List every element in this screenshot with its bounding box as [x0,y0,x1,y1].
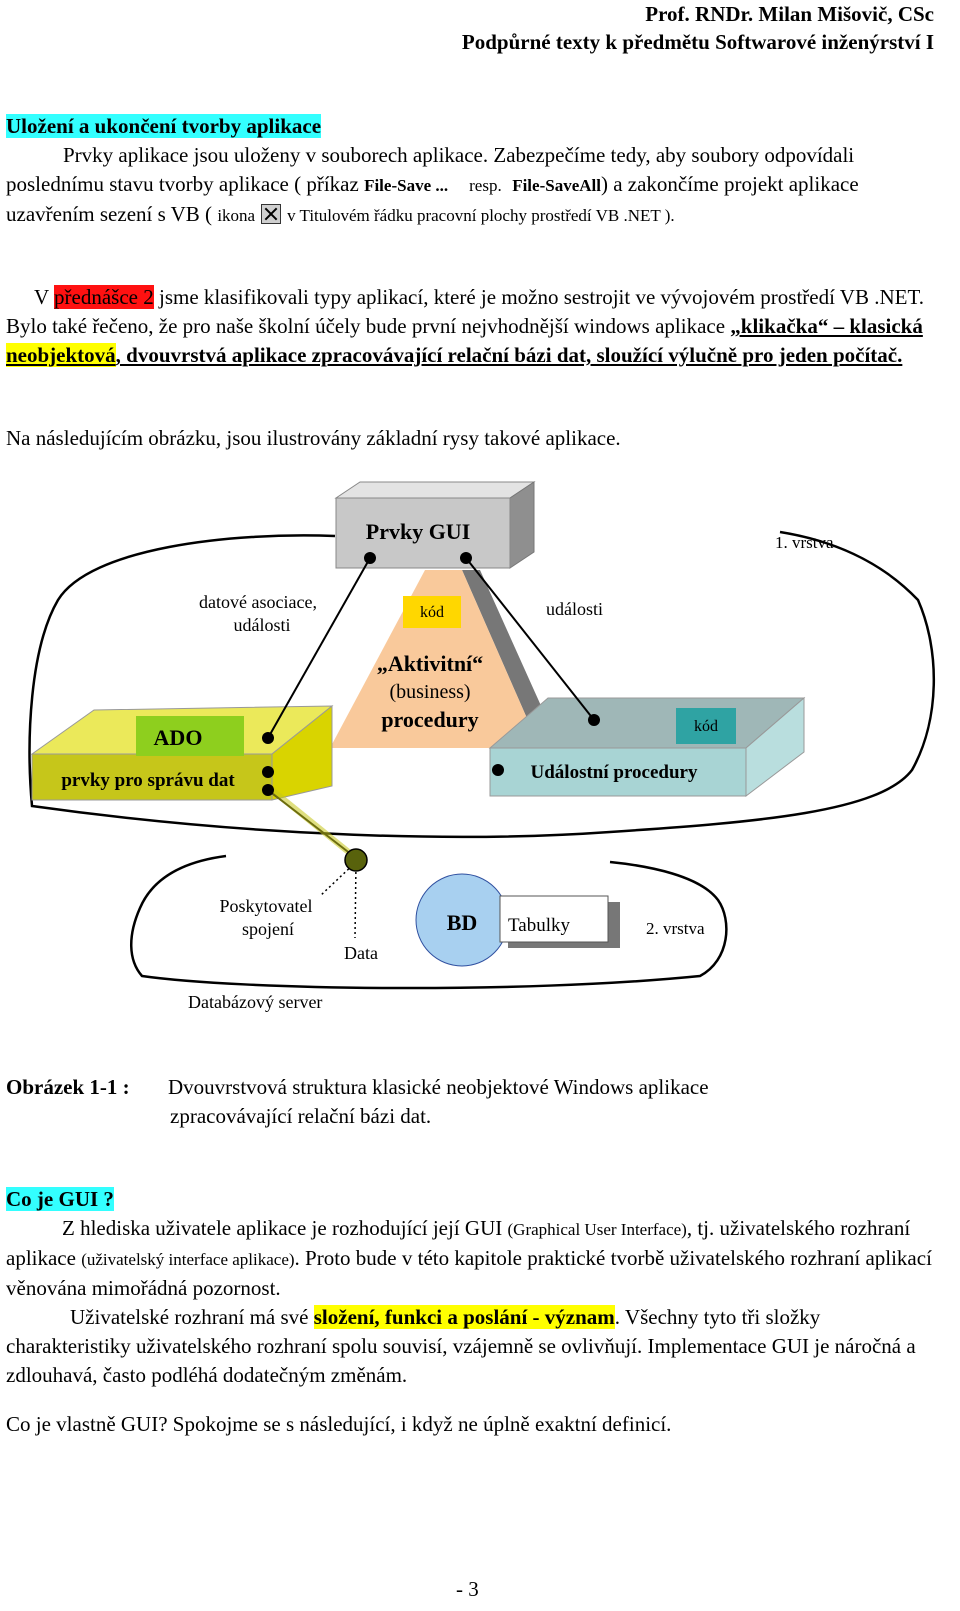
gui-box: Prvky GUI [334,481,536,569]
header-course: Podpůrné texty k předmětu Softwarové inž… [461,30,934,54]
layer1-label: 1. vrstva [775,533,834,552]
data-label: Data [344,943,378,963]
activity-line1: „Aktivitní“ [377,651,483,676]
kod-top-label: kód [420,604,444,621]
paragraph-storing: Prvky aplikace jsou uloženy v souborech … [6,143,859,226]
section-gui: Co je GUI ? Z hlediska uživatele aplikac… [6,1185,938,1390]
layer1-outline [28,530,935,839]
connection-dots [262,552,600,796]
figure-caption: Obrázek 1-1 : Dvouvrstvová struktura klas… [6,1073,709,1131]
paragraph-lecture: V přednášce 2 jsme klasifikovali typy ap… [6,285,924,367]
section-heading-gui: Co je GUI ? [6,1187,114,1211]
ado-label: ADO [154,725,203,750]
provider-line1: Poskytovatel [220,896,313,916]
ado-box: ADO prvky pro správu dat [30,704,334,801]
lecture-link[interactable]: přednášce 2 [54,285,154,309]
caption-line2: zpracovávající relační bázi dat. [170,1104,432,1128]
header-author: Prof. RNDr. Milan Mišovič, CSc [645,2,934,26]
events-box-label: Událostní procedury [531,762,698,783]
close-window-icon [261,204,282,224]
activity-line2: (business) [389,681,470,703]
caption-label: Obrázek 1-1 : [6,1075,130,1099]
tables-box [499,895,609,943]
layer2-outline [130,854,728,990]
provider-node [344,848,368,872]
events-box: kód Událostní procedury [488,696,806,798]
events-label: události [546,599,603,619]
gui-label: Prvky GUI [366,519,471,544]
provider-line2: spojení [242,919,294,939]
layer2-label: 2. vrstva [646,919,705,938]
db-server-label: Databázový server [188,992,322,1012]
assoc-line2: události [234,615,291,635]
paragraph-gui-composition: Uživatelské rozhraní má své složení, fun… [6,1305,916,1387]
paragraph-illustration: Na následujícím obrázku, jsou ilustrován… [6,426,621,450]
paragraph-gui-intro: Z hlediska uživatele aplikace je rozhodu… [6,1216,932,1300]
bd-label: BD [447,910,478,935]
section-storing: Uložení a ukončení tvorby aplikace Prvky… [6,112,938,230]
kod-top-badge [403,596,461,628]
assoc-line1: datové asociace, [199,592,317,612]
paragraph-gui-definition: Co je vlastně GUI? Spokojme se s následu… [6,1412,672,1436]
activity-line3: procedury [381,707,478,732]
tables-label: Tabulky [508,915,570,936]
command-file-saveall: File-SaveAll [512,176,601,195]
architecture-diagram: Prvky GUI 1. vrstva „Aktivitní“ (busines… [28,481,935,1012]
page-number: - 3 [456,1577,479,1601]
section-heading-storing: Uložení a ukončení tvorby aplikace [6,114,322,138]
activity-triangle: „Aktivitní“ (business) procedury [330,570,560,748]
ado-box-label: prvky pro správu dat [61,770,235,791]
command-file-save: File-Save ... [364,176,449,195]
kod-right-label: kód [694,718,718,735]
caption-line1: Dvouvrstvová struktura klasické neobjekt… [168,1075,709,1099]
